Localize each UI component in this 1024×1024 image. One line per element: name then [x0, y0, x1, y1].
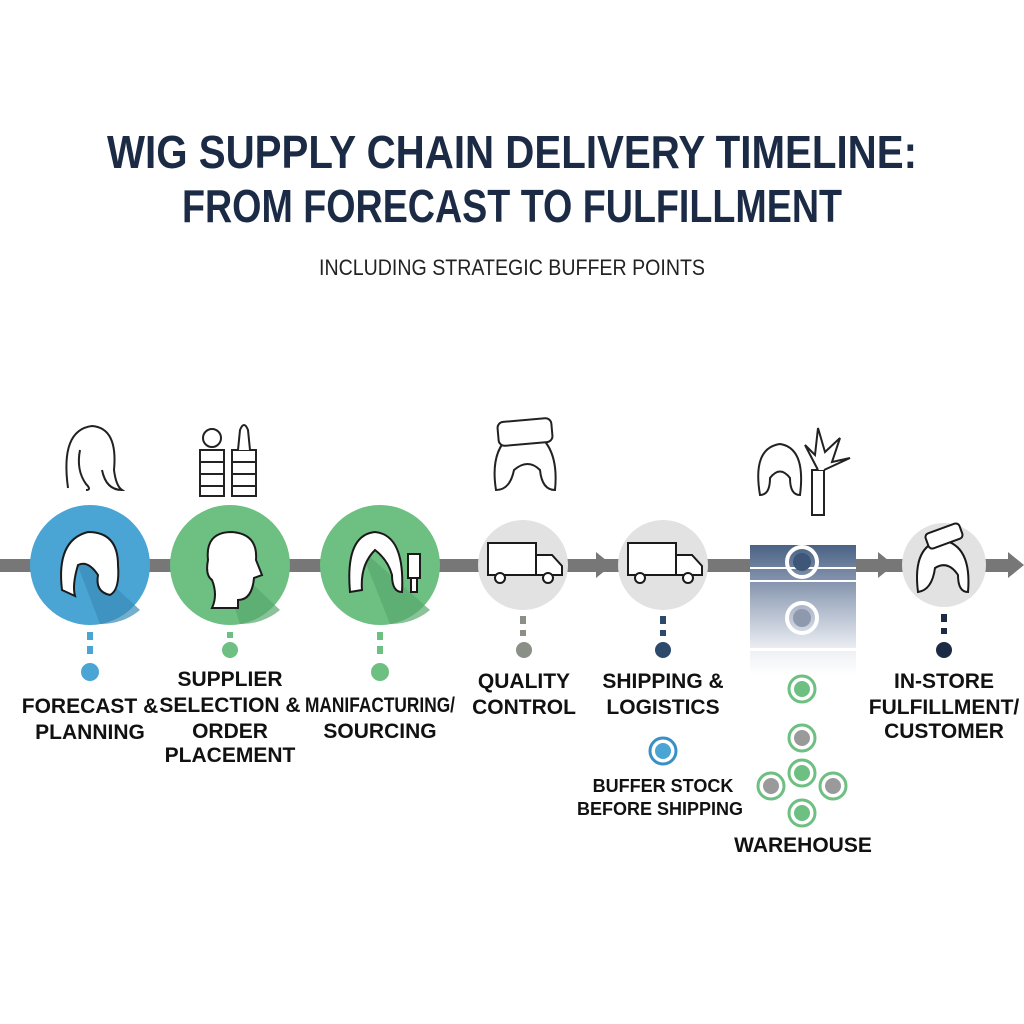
stage-label: SUPPLIER	[177, 668, 282, 691]
stage-forecast: FORECAST & PLANNING	[22, 424, 159, 744]
title-line-1: WIG SUPPLY CHAIN DELIVERY TIMELINE:	[107, 126, 917, 178]
stage-label: ORDER	[192, 720, 268, 743]
stage-dot	[222, 642, 238, 658]
wig-headband-icon	[493, 417, 557, 492]
stage-supplier: SUPPLIER SELECTION & ORDER PLACEMENT	[159, 424, 301, 767]
stage-label: FULFILLMENT/	[869, 696, 1020, 719]
stage-label: LOGISTICS	[606, 696, 719, 719]
stage-label: SOURCING	[323, 720, 436, 743]
buffer-label: BEFORE SHIPPING	[577, 799, 743, 819]
wig-stand-stack-icon	[199, 424, 257, 497]
title-line-2: FROM FORECAST TO FULFILLMENT	[182, 180, 842, 232]
stage-manufacturing: MANIFACTURING/ SOURCING	[305, 505, 455, 743]
subtitle: INCLUDING STRATEGIC BUFFER POINTS	[319, 255, 705, 280]
stage-label: QUALITY	[478, 670, 570, 693]
man-head-icon	[206, 530, 264, 609]
stage-label: CONTROL	[472, 696, 576, 719]
stage-label: FORECAST &	[22, 695, 159, 718]
stage-dot	[371, 663, 389, 681]
stage-quality-control: QUALITY CONTROL	[472, 417, 576, 719]
stage-label: SELECTION &	[159, 694, 300, 717]
stage-dot	[81, 663, 99, 681]
woman-head-icon	[60, 530, 120, 598]
stage-dot	[936, 642, 952, 658]
truck-icon	[627, 542, 703, 584]
buffer-label: BUFFER STOCK	[593, 776, 734, 796]
buffer-stock-marker	[648, 736, 678, 766]
stage-label: PLACEMENT	[165, 744, 296, 767]
stage-label: CUSTOMER	[884, 720, 1004, 743]
stage-shipping: SHIPPING & LOGISTICS BUFFER STOCK BEFORE…	[577, 520, 743, 819]
stage-dot	[516, 642, 532, 658]
warehouse-slot	[785, 545, 819, 635]
stage-label: MANIFACTURING/	[305, 694, 455, 717]
wig-head-icon	[916, 522, 970, 594]
stage-in-store: IN-STORE FULFILLMENT/ CUSTOMER	[869, 522, 1020, 743]
wig-head-icon	[348, 530, 421, 594]
wig-and-brush-icon	[757, 427, 851, 516]
stage-label: WAREHOUSE	[734, 834, 872, 857]
woman-hair-outline-icon	[65, 424, 126, 492]
stage-label: PLANNING	[35, 721, 145, 744]
stage-label: SHIPPING &	[602, 670, 723, 693]
stage-warehouse: WAREHOUSE	[734, 427, 872, 857]
truck-icon	[487, 542, 563, 584]
stage-label: IN-STORE	[894, 670, 994, 693]
stage-dot	[655, 642, 671, 658]
